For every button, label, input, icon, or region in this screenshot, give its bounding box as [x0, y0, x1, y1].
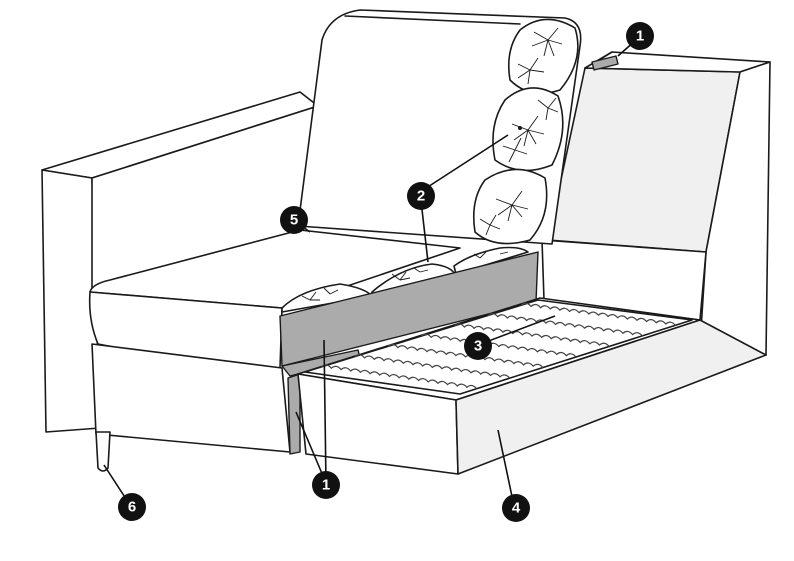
callout-3-label: 3	[474, 338, 482, 355]
callout-4-label: 4	[512, 500, 521, 517]
callout-1-top: 1	[626, 22, 654, 50]
callout-4: 4	[502, 494, 530, 522]
callout-5-label: 5	[290, 212, 298, 229]
callout-5: 5	[280, 206, 308, 234]
callout-1-bottom: 1	[312, 471, 340, 499]
connector-bracket-lower	[288, 374, 300, 454]
callout-1-bottom-label: 1	[322, 477, 330, 494]
callout-1-top-label: 1	[636, 28, 644, 45]
callout-6: 6	[118, 493, 146, 521]
sofa-leg	[96, 432, 110, 471]
callout-3: 3	[464, 332, 492, 360]
callout-2-label: 2	[417, 188, 425, 205]
callout-2: 2	[407, 182, 435, 210]
callout-6-label: 6	[128, 499, 136, 516]
